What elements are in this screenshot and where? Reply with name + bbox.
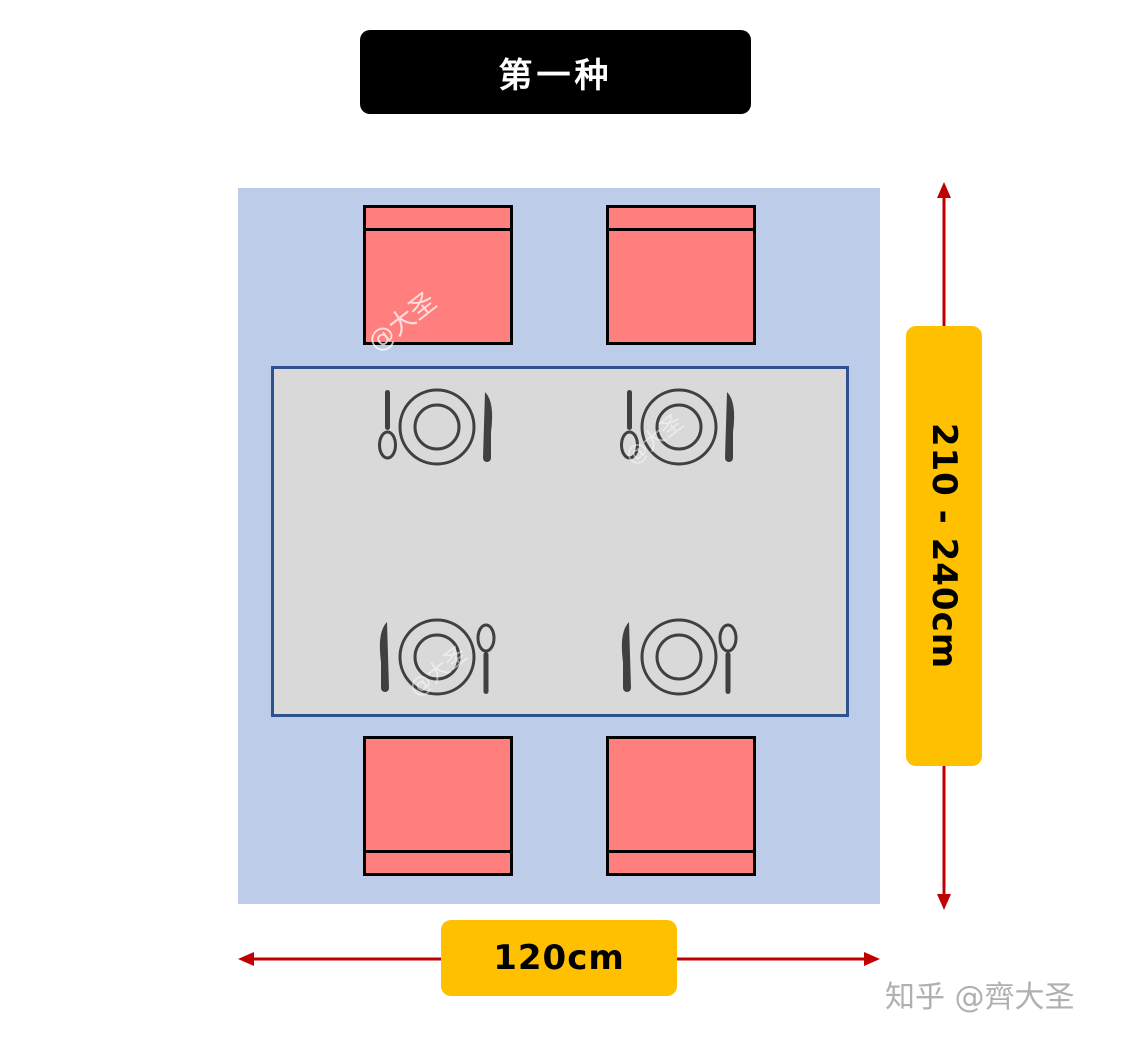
diagram-title: 第一种 bbox=[360, 30, 751, 114]
length-arrow bbox=[937, 182, 951, 910]
source-credit: 知乎 @齊大圣 bbox=[885, 980, 1075, 1015]
chair-backrest bbox=[366, 850, 510, 873]
place-setting-top-right bbox=[620, 388, 735, 466]
chair-top-right bbox=[606, 205, 756, 345]
chair-backrest bbox=[366, 208, 510, 231]
length-label: 210 - 240cm bbox=[924, 422, 964, 670]
chair-bottom-left bbox=[363, 736, 513, 876]
plate-spoon-knife-icon bbox=[621, 618, 738, 696]
place-setting-top-left bbox=[378, 388, 493, 466]
chair-backrest bbox=[609, 208, 753, 231]
length-label-box: 210 - 240cm bbox=[906, 326, 982, 766]
place-setting-bottom-left bbox=[379, 618, 496, 696]
place-setting-bottom-right bbox=[621, 618, 738, 696]
chair-backrest bbox=[609, 850, 753, 873]
width-label: 120cm bbox=[441, 920, 677, 996]
chair-bottom-right bbox=[606, 736, 756, 876]
plate-spoon-knife-icon bbox=[379, 618, 496, 696]
chair-top-left bbox=[363, 205, 513, 345]
plate-spoon-knife-icon bbox=[620, 388, 735, 466]
plate-spoon-knife-icon bbox=[378, 388, 493, 466]
width-arrow bbox=[238, 952, 880, 966]
dining-table bbox=[271, 366, 849, 717]
